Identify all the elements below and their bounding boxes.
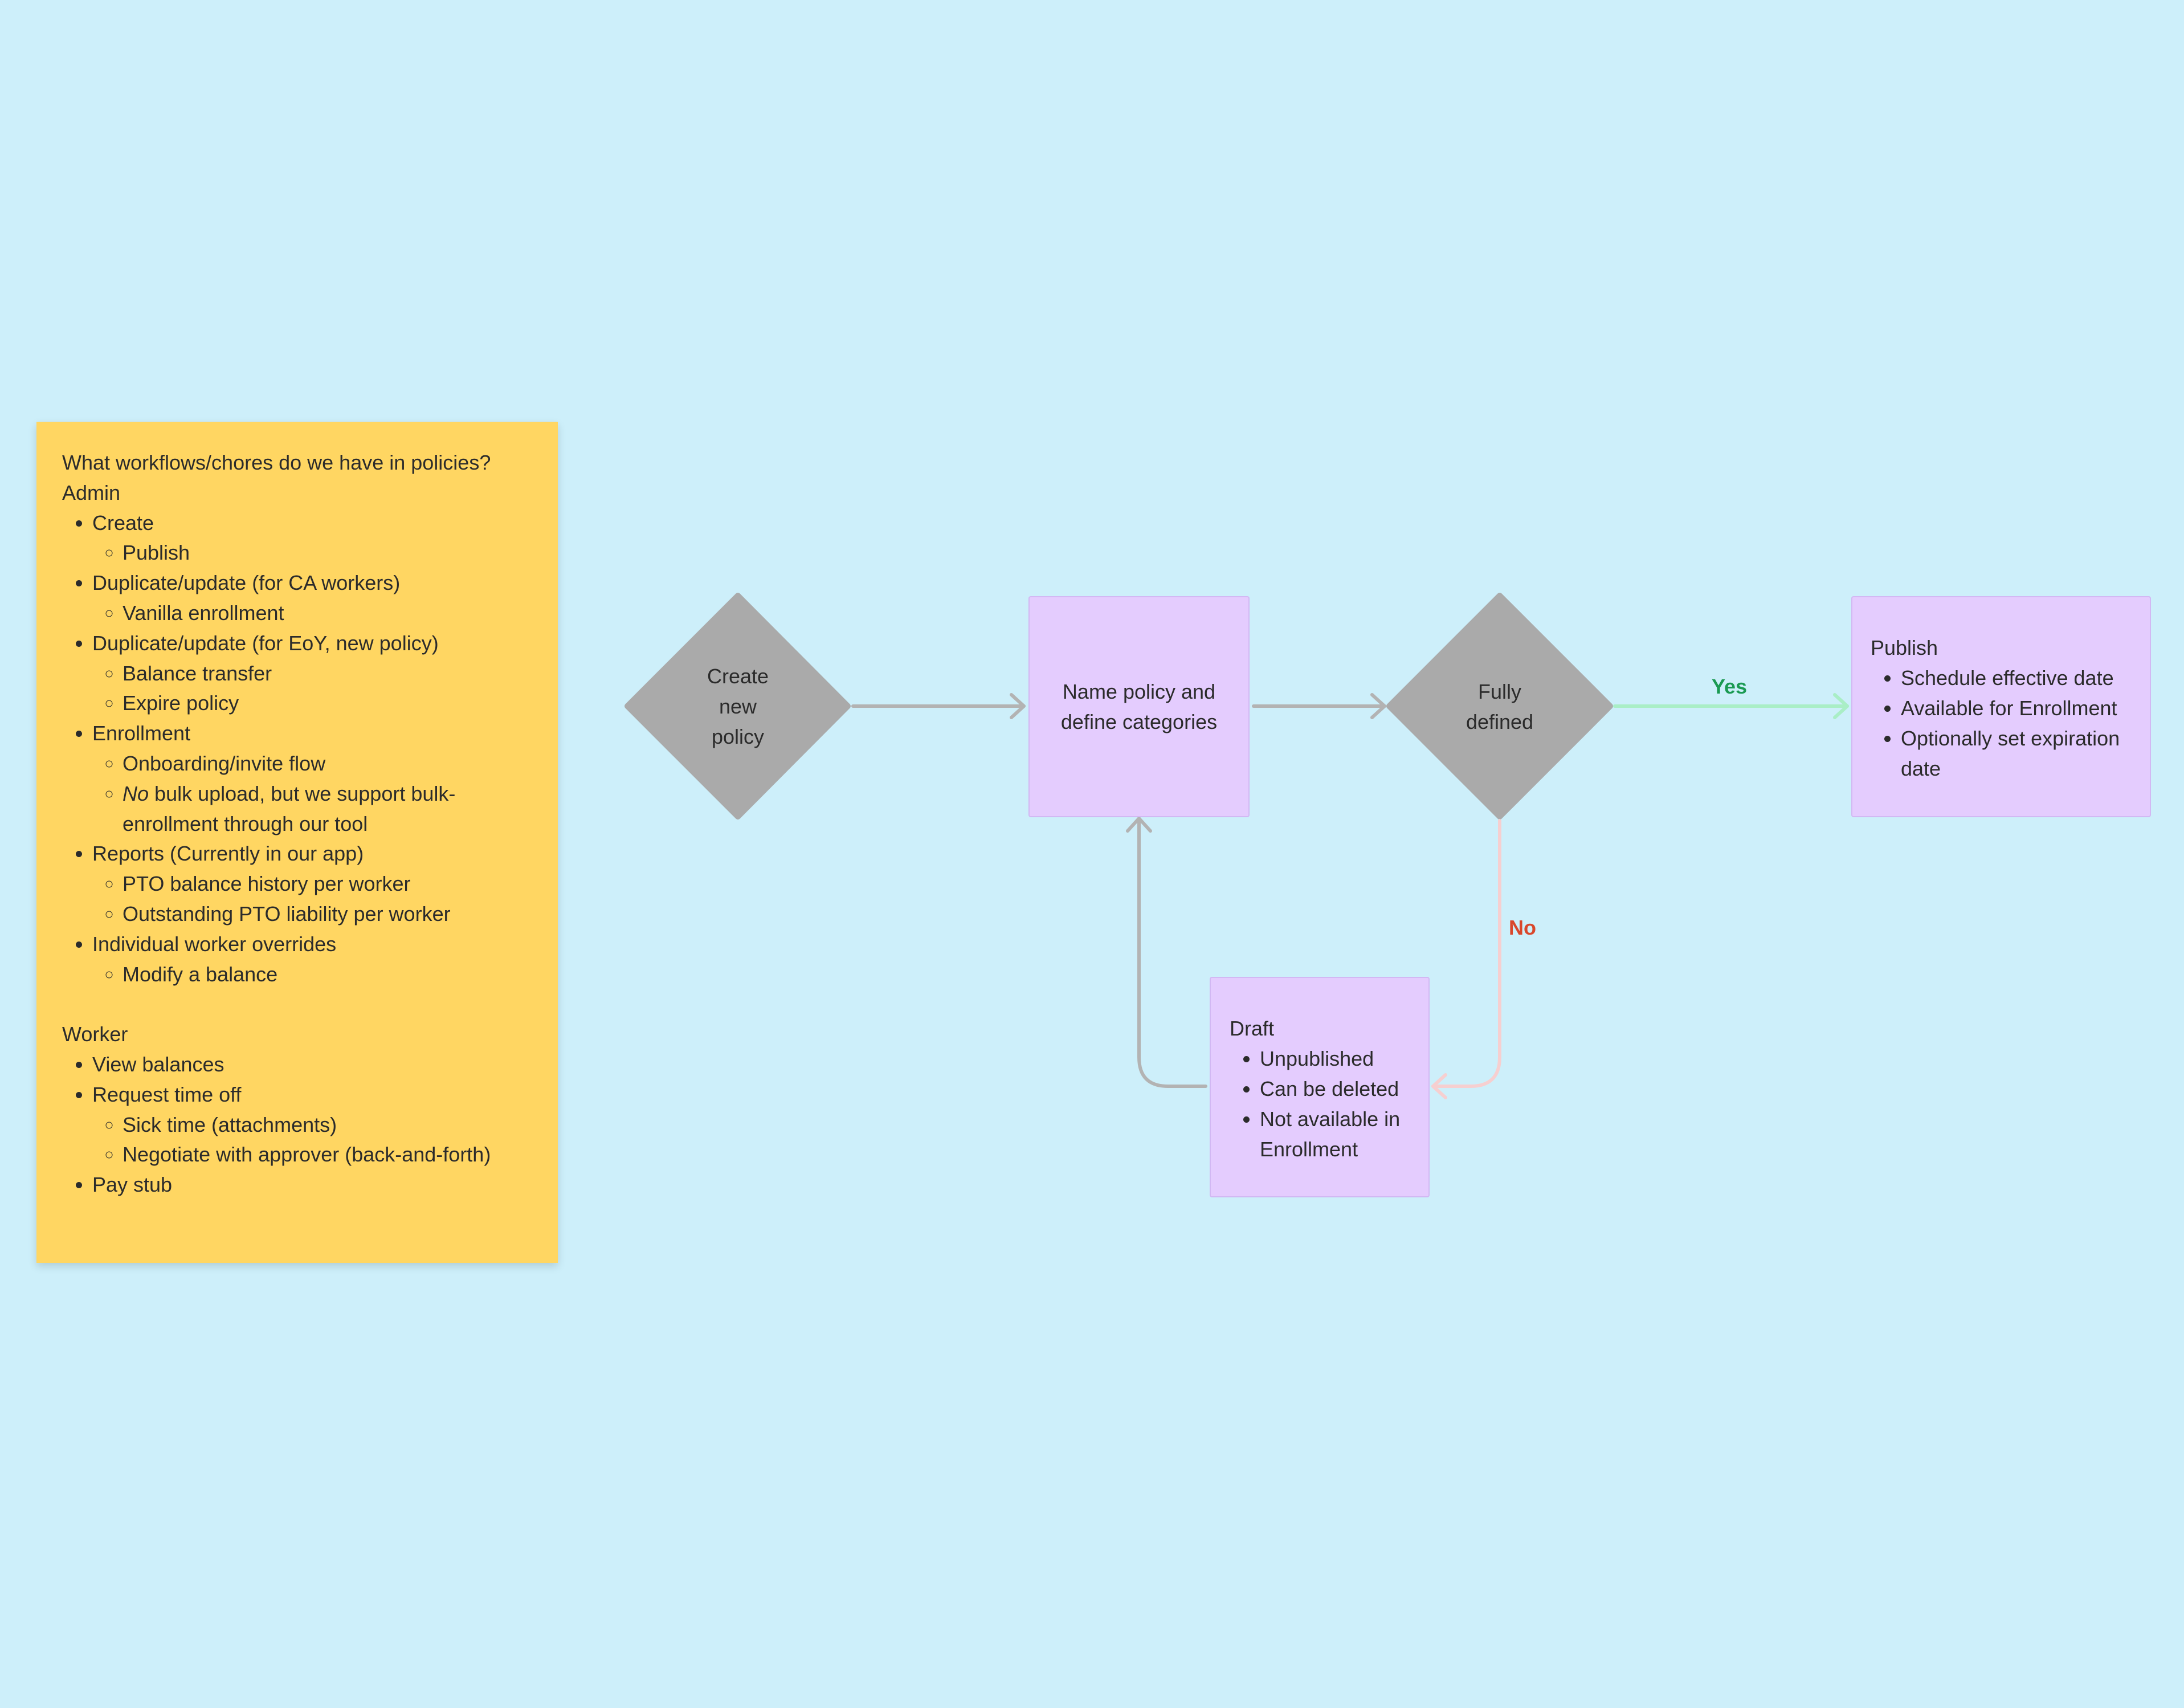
process-draft[interactable]: Draft Unpublished Can be deleted Not ava… bbox=[1210, 977, 1430, 1197]
list-item: Schedule effective date bbox=[1901, 663, 2138, 693]
draft-title: Draft bbox=[1230, 1017, 1275, 1040]
publish-title: Publish bbox=[1871, 636, 1938, 659]
list-item: Modify a balance bbox=[123, 960, 535, 990]
process-publish[interactable]: Publish Schedule effective date Availabl… bbox=[1851, 596, 2151, 817]
connector-no[interactable] bbox=[1431, 819, 1501, 1099]
list-item: Duplicate/update (for CA workers) Vanill… bbox=[92, 568, 535, 629]
decision-create-shape[interactable] bbox=[624, 593, 851, 820]
list-item: Pay stub bbox=[92, 1170, 535, 1200]
sticky-note[interactable]: What workflows/chores do we have in poli… bbox=[36, 422, 558, 1263]
connector-name-to-fully-defined[interactable] bbox=[1252, 693, 1386, 719]
node-label-line: defined bbox=[1465, 710, 1534, 733]
list-item: Sick time (attachments) bbox=[123, 1110, 535, 1140]
admin-list: Create Publish Duplicate/update (for CA … bbox=[62, 508, 535, 990]
list-item: Can be deleted bbox=[1260, 1074, 1419, 1104]
list-item: View balances bbox=[92, 1050, 535, 1080]
list-item: PTO balance history per worker bbox=[123, 869, 535, 899]
list-item: Not available in Enrollment bbox=[1260, 1104, 1419, 1164]
list-item: Outstanding PTO liability per worker bbox=[123, 899, 535, 930]
worker-list: View balances Request time off Sick time… bbox=[62, 1050, 535, 1200]
list-item: Unpublished bbox=[1260, 1043, 1419, 1074]
publish-list: Schedule effective date Available for En… bbox=[1871, 663, 2138, 784]
decision-create[interactable]: Create new policy bbox=[667, 661, 809, 752]
list-item: Negotiate with approver (back-and-forth) bbox=[123, 1140, 535, 1170]
decision-fully-defined[interactable]: Fully defined bbox=[1428, 676, 1571, 737]
list-item: Individual worker overrides Modify a bal… bbox=[92, 930, 535, 990]
node-label-line: Create bbox=[707, 665, 769, 688]
list-item: Expire policy bbox=[123, 688, 535, 719]
list-item: No bulk upload, but we support bulk-enro… bbox=[123, 779, 535, 839]
node-label-line: policy bbox=[711, 725, 765, 748]
list-item: Reports (Currently in our app) PTO balan… bbox=[92, 839, 535, 929]
list-item: Optionally set expiration date bbox=[1901, 723, 2138, 784]
process-name-policy[interactable]: Name policy and define categories bbox=[1028, 596, 1250, 817]
list-item: Vanilla enrollment bbox=[123, 598, 535, 629]
list-item: Request time off Sick time (attachments)… bbox=[92, 1080, 535, 1170]
list-item: Available for Enrollment bbox=[1901, 693, 2138, 723]
connector-draft-to-name[interactable] bbox=[1126, 817, 1207, 1088]
edge-label-yes: Yes bbox=[1712, 675, 1748, 698]
connector-yes[interactable] bbox=[1613, 693, 1849, 719]
worker-heading: Worker bbox=[62, 1022, 128, 1046]
admin-heading: Admin bbox=[62, 480, 121, 504]
list-item: Balance transfer bbox=[123, 659, 535, 689]
connector-create-to-name[interactable] bbox=[851, 693, 1026, 719]
list-item: Duplicate/update (for EoY, new policy) B… bbox=[92, 629, 535, 719]
node-label-line: new bbox=[719, 695, 757, 718]
list-item: Publish bbox=[123, 538, 535, 568]
node-label-line: Name policy and bbox=[1062, 680, 1216, 703]
list-item: Create Publish bbox=[92, 508, 535, 569]
list-item: Onboarding/invite flow bbox=[123, 749, 535, 779]
node-label-line: define categories bbox=[1060, 710, 1218, 733]
node-label-line: Fully bbox=[1477, 680, 1521, 703]
edge-label-no: No bbox=[1509, 916, 1536, 939]
decision-fully-defined-shape[interactable] bbox=[1386, 593, 1613, 820]
sticky-title: What workflows/chores do we have in poli… bbox=[62, 451, 491, 474]
list-item: Enrollment Onboarding/invite flow No bul… bbox=[92, 719, 535, 839]
emphasis-text: No bbox=[123, 781, 149, 805]
draft-list: Unpublished Can be deleted Not available… bbox=[1230, 1043, 1419, 1164]
